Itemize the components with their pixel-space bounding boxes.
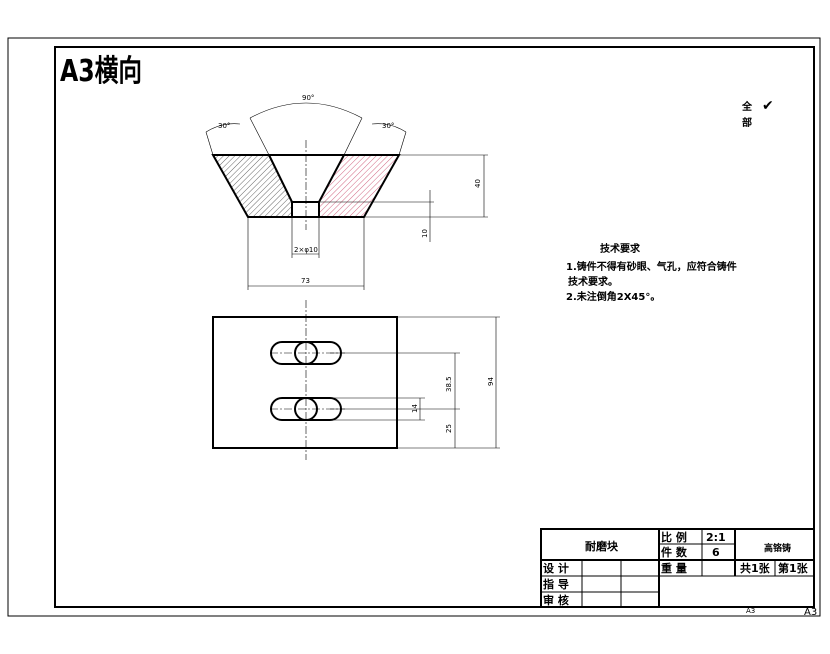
title-block: 耐磨块 比 例 2:1 件 数 6 重 量 高铬铸 共1张 第1张 设 计 指 … <box>540 528 815 608</box>
bottom-offset-dim-label: 25 <box>445 424 453 433</box>
weight-label: 重 量 <box>661 561 687 575</box>
surface-finish-label-bottom: 部 <box>742 116 752 129</box>
design-label: 设 计 <box>543 561 569 575</box>
tech-req-heading: 技术要求 <box>600 242 641 255</box>
top-view-outline <box>212 316 398 449</box>
part-name: 耐磨块 <box>585 539 619 553</box>
sheet-size-label-small: A3 <box>746 607 755 615</box>
sheet-number: 第1张 <box>778 561 809 575</box>
scale-label: 比 例 <box>661 530 687 544</box>
front-section-view: 90° 30° 30° 40 10 2×φ10 73 <box>205 94 488 290</box>
cavity-left-edge <box>268 154 293 203</box>
sheet-title: A3横向 <box>60 54 142 89</box>
hatch-left <box>213 155 292 217</box>
tech-req-line2: 技术要求。 <box>568 275 618 288</box>
scale-value: 2:1 <box>706 531 726 544</box>
tech-req-line3: 2.未注倒角2X45°。 <box>566 290 660 303</box>
top-angle-arc <box>249 102 363 119</box>
hatch-right <box>319 155 399 217</box>
quantity-label: 件 数 <box>661 545 688 559</box>
top-angle-label: 90° <box>302 94 314 102</box>
right-angle-arc <box>371 123 407 133</box>
center-distance-dim-label: 38.5 <box>445 376 453 392</box>
cavity-right-edge <box>318 154 345 203</box>
slot-upper <box>270 341 342 365</box>
bottom-width-dim-label: 73 <box>301 277 310 285</box>
height-dim-label: 40 <box>474 179 482 188</box>
tech-req-line1: 1.铸件不得有砂眼、气孔，应符合铸件 <box>566 260 737 273</box>
inner-border <box>54 46 815 608</box>
hole-spec-label: 2×φ10 <box>294 246 318 254</box>
material-label: 高铬铸 <box>764 542 791 554</box>
left-angle-arc <box>205 123 241 133</box>
slot-width-dim-label: 14 <box>411 404 419 413</box>
total-height-dim-label: 94 <box>487 377 495 386</box>
left-angle-label: 30° <box>218 122 230 130</box>
outer-border <box>7 37 821 617</box>
sheets-total: 共1张 <box>740 561 771 575</box>
technical-requirements: 技术要求 1.铸件不得有砂眼、气孔，应符合铸件 技术要求。 2.未注倒角2X45… <box>566 242 737 303</box>
surface-finish-label-top: 全 <box>741 100 753 113</box>
surface-finish-check-icon: ✔ <box>762 98 774 114</box>
right-angle-label: 30° <box>382 122 394 130</box>
through-hole <box>291 201 320 218</box>
review-label: 审 核 <box>543 593 569 607</box>
top-view: 94 38.5 25 14 <box>212 300 500 460</box>
quantity-value: 6 <box>712 546 720 559</box>
small-height-dim-label: 10 <box>421 229 429 238</box>
guide-label: 指 导 <box>543 577 569 591</box>
sheet-size-label: A3 <box>804 607 817 618</box>
